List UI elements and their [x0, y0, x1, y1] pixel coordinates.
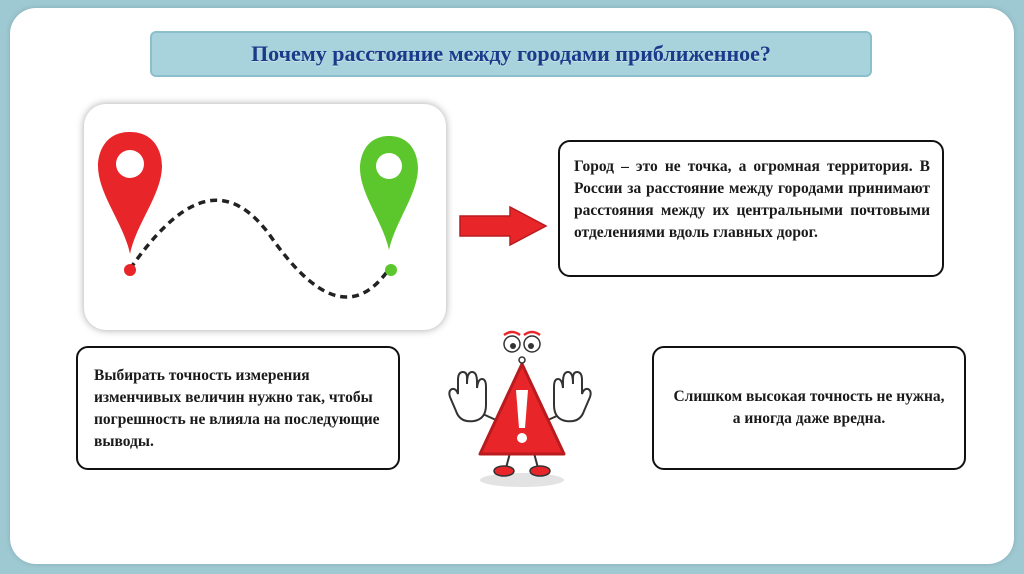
slide-title: Почему расстояние между городами приближ…	[150, 31, 872, 77]
end-pin-icon	[360, 136, 418, 276]
warning-triangle-mascot-icon	[448, 330, 592, 487]
city-explanation-text: Город – это не точка, а огромная террито…	[574, 158, 930, 241]
high-precision-text: Слишком высокая точность не нужна, а ино…	[673, 388, 945, 427]
route-illustration	[84, 104, 446, 330]
city-explanation-box: Город – это не точка, а огромная террито…	[558, 140, 944, 277]
route-svg	[98, 132, 418, 299]
slide-title-text: Почему расстояние между городами приближ…	[251, 41, 771, 66]
start-pin-icon	[98, 132, 162, 276]
route-path	[128, 198, 391, 299]
high-precision-box: Слишком высокая точность не нужна, а ино…	[652, 346, 966, 470]
choose-precision-box: Выбирать точность измерения изменчивых в…	[76, 346, 400, 470]
choose-precision-text: Выбирать точность измерения изменчивых в…	[94, 367, 380, 450]
right-arrow-icon	[459, 205, 548, 247]
